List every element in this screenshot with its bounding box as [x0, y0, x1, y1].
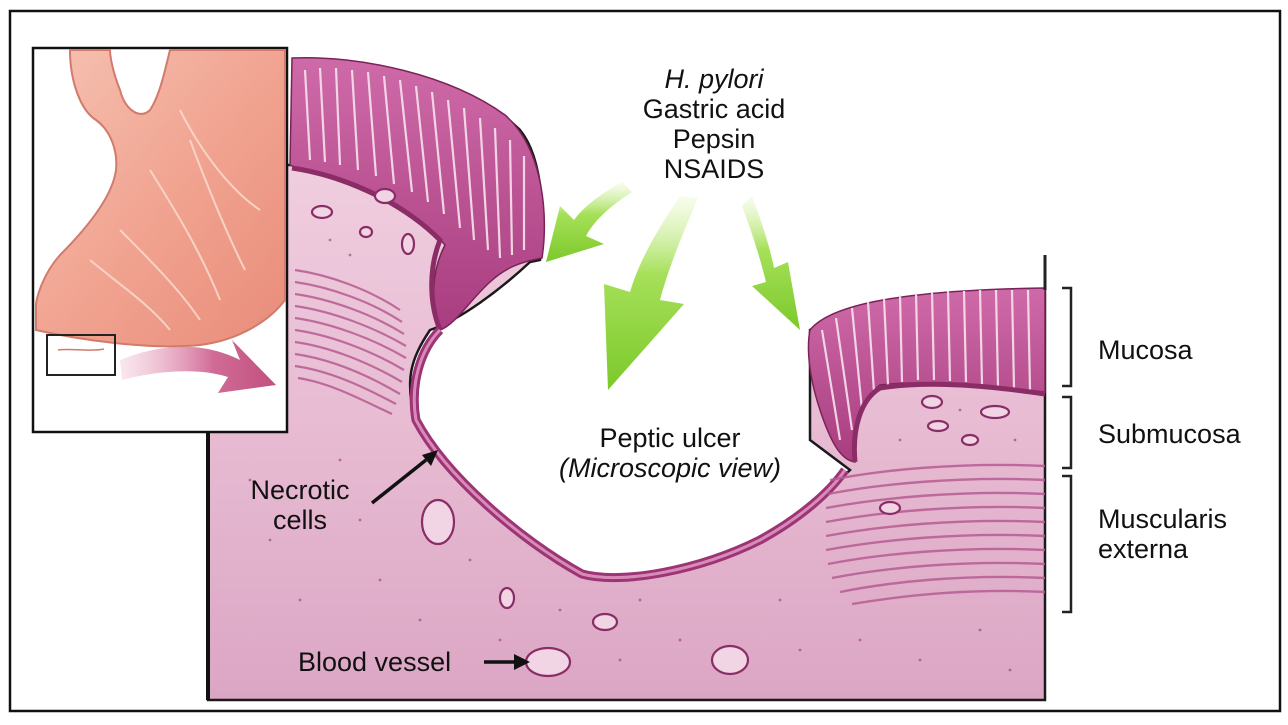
vessel	[922, 396, 942, 408]
vessel	[312, 206, 332, 218]
vessel	[712, 646, 748, 674]
causes-list: H. pylori Gastric acid Pepsin NSAIDS	[574, 64, 854, 184]
submucosa-label: Submucosa	[1098, 419, 1241, 449]
mucosa-label: Mucosa	[1098, 335, 1193, 365]
vessel	[500, 588, 514, 608]
blood-vessel-shape	[526, 648, 570, 676]
vessel	[593, 614, 617, 630]
vessel	[375, 189, 395, 203]
ulcer-subtitle: (Microscopic view)	[500, 453, 840, 483]
cause-gastric-acid: Gastric acid	[574, 94, 854, 124]
vessel	[422, 500, 454, 544]
necrotic-label: Necrotic cells	[235, 475, 365, 535]
blood-vessel-label: Blood vessel	[298, 647, 451, 677]
ulcer-title: Peptic ulcer	[500, 423, 840, 453]
vessel	[402, 234, 414, 254]
vessel	[962, 435, 978, 445]
vessel	[360, 227, 372, 237]
muscularis-line1: Muscularis	[1098, 504, 1227, 534]
muscularis-label: Muscularis externa	[1098, 504, 1227, 564]
ulcer-label: Peptic ulcer (Microscopic view)	[500, 423, 840, 483]
vessel	[880, 502, 900, 514]
muscularis-line2: externa	[1098, 534, 1227, 564]
vessel	[981, 406, 1009, 418]
cause-pepsin: Pepsin	[574, 124, 854, 154]
necrotic-line2: cells	[235, 505, 365, 535]
cause-nsaids: NSAIDS	[574, 154, 854, 184]
necrotic-line1: Necrotic	[235, 475, 365, 505]
vessel	[928, 421, 948, 431]
cause-h-pylori: H. pylori	[574, 64, 854, 94]
